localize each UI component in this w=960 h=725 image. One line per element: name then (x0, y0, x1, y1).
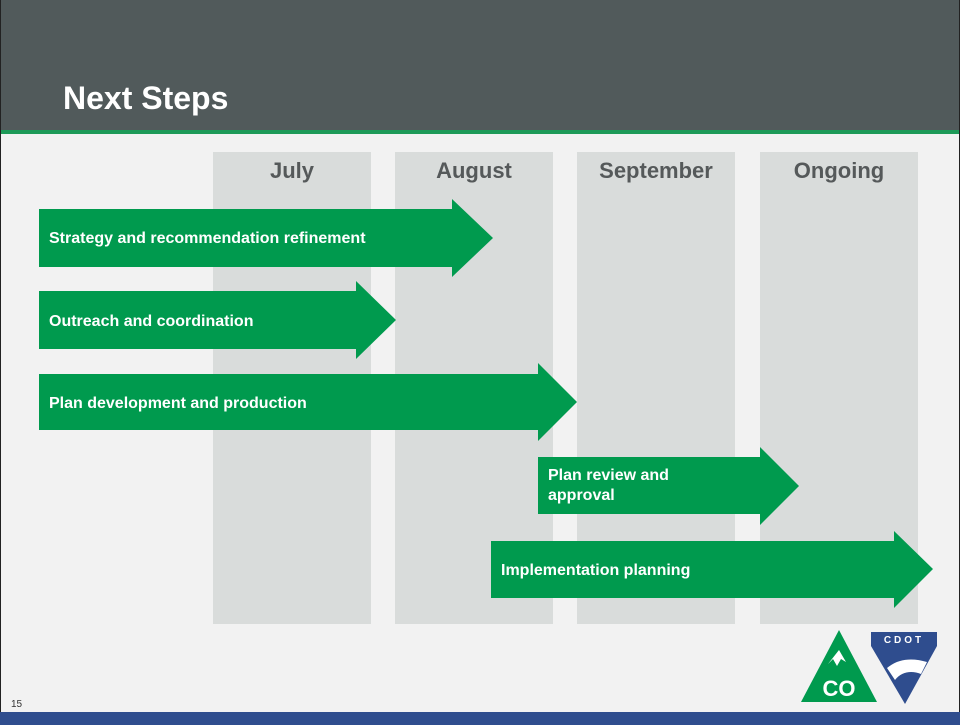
arrow-outreach-coordination (39, 281, 396, 359)
task-label-plan-development: Plan development and production (49, 395, 307, 412)
column-label-august: August (436, 158, 512, 183)
co-triangle-icon (801, 630, 877, 702)
arrow-implementation-planning (491, 531, 933, 608)
shield-road-icon (887, 659, 927, 680)
logo-co-text: CO (823, 676, 856, 701)
page-number: 15 (11, 699, 23, 710)
column-label-september: September (599, 158, 713, 183)
arrow-plan-development (39, 363, 577, 441)
slide-title: Next Steps (63, 80, 229, 116)
header-divider (1, 130, 959, 134)
task-label-outreach: Outreach and coordination (49, 313, 254, 330)
arrow-strategy-refinement (39, 199, 493, 277)
slide-header (1, 0, 959, 130)
footer-bar (0, 712, 960, 725)
mountain-peak-icon (828, 650, 846, 666)
logo-cdot-text: CDOT (884, 635, 924, 646)
column-label-ongoing: Ongoing (793, 158, 885, 183)
task-label-plan-review: Plan review and approval (548, 467, 669, 504)
cdot-logo: CO CDOT (801, 630, 937, 704)
arrow-plan-review (538, 447, 799, 525)
task-label-implementation: Implementation planning (501, 562, 691, 579)
task-label-strategy: Strategy and recommendation refinement (49, 230, 366, 247)
column-label-july: July (269, 158, 315, 183)
